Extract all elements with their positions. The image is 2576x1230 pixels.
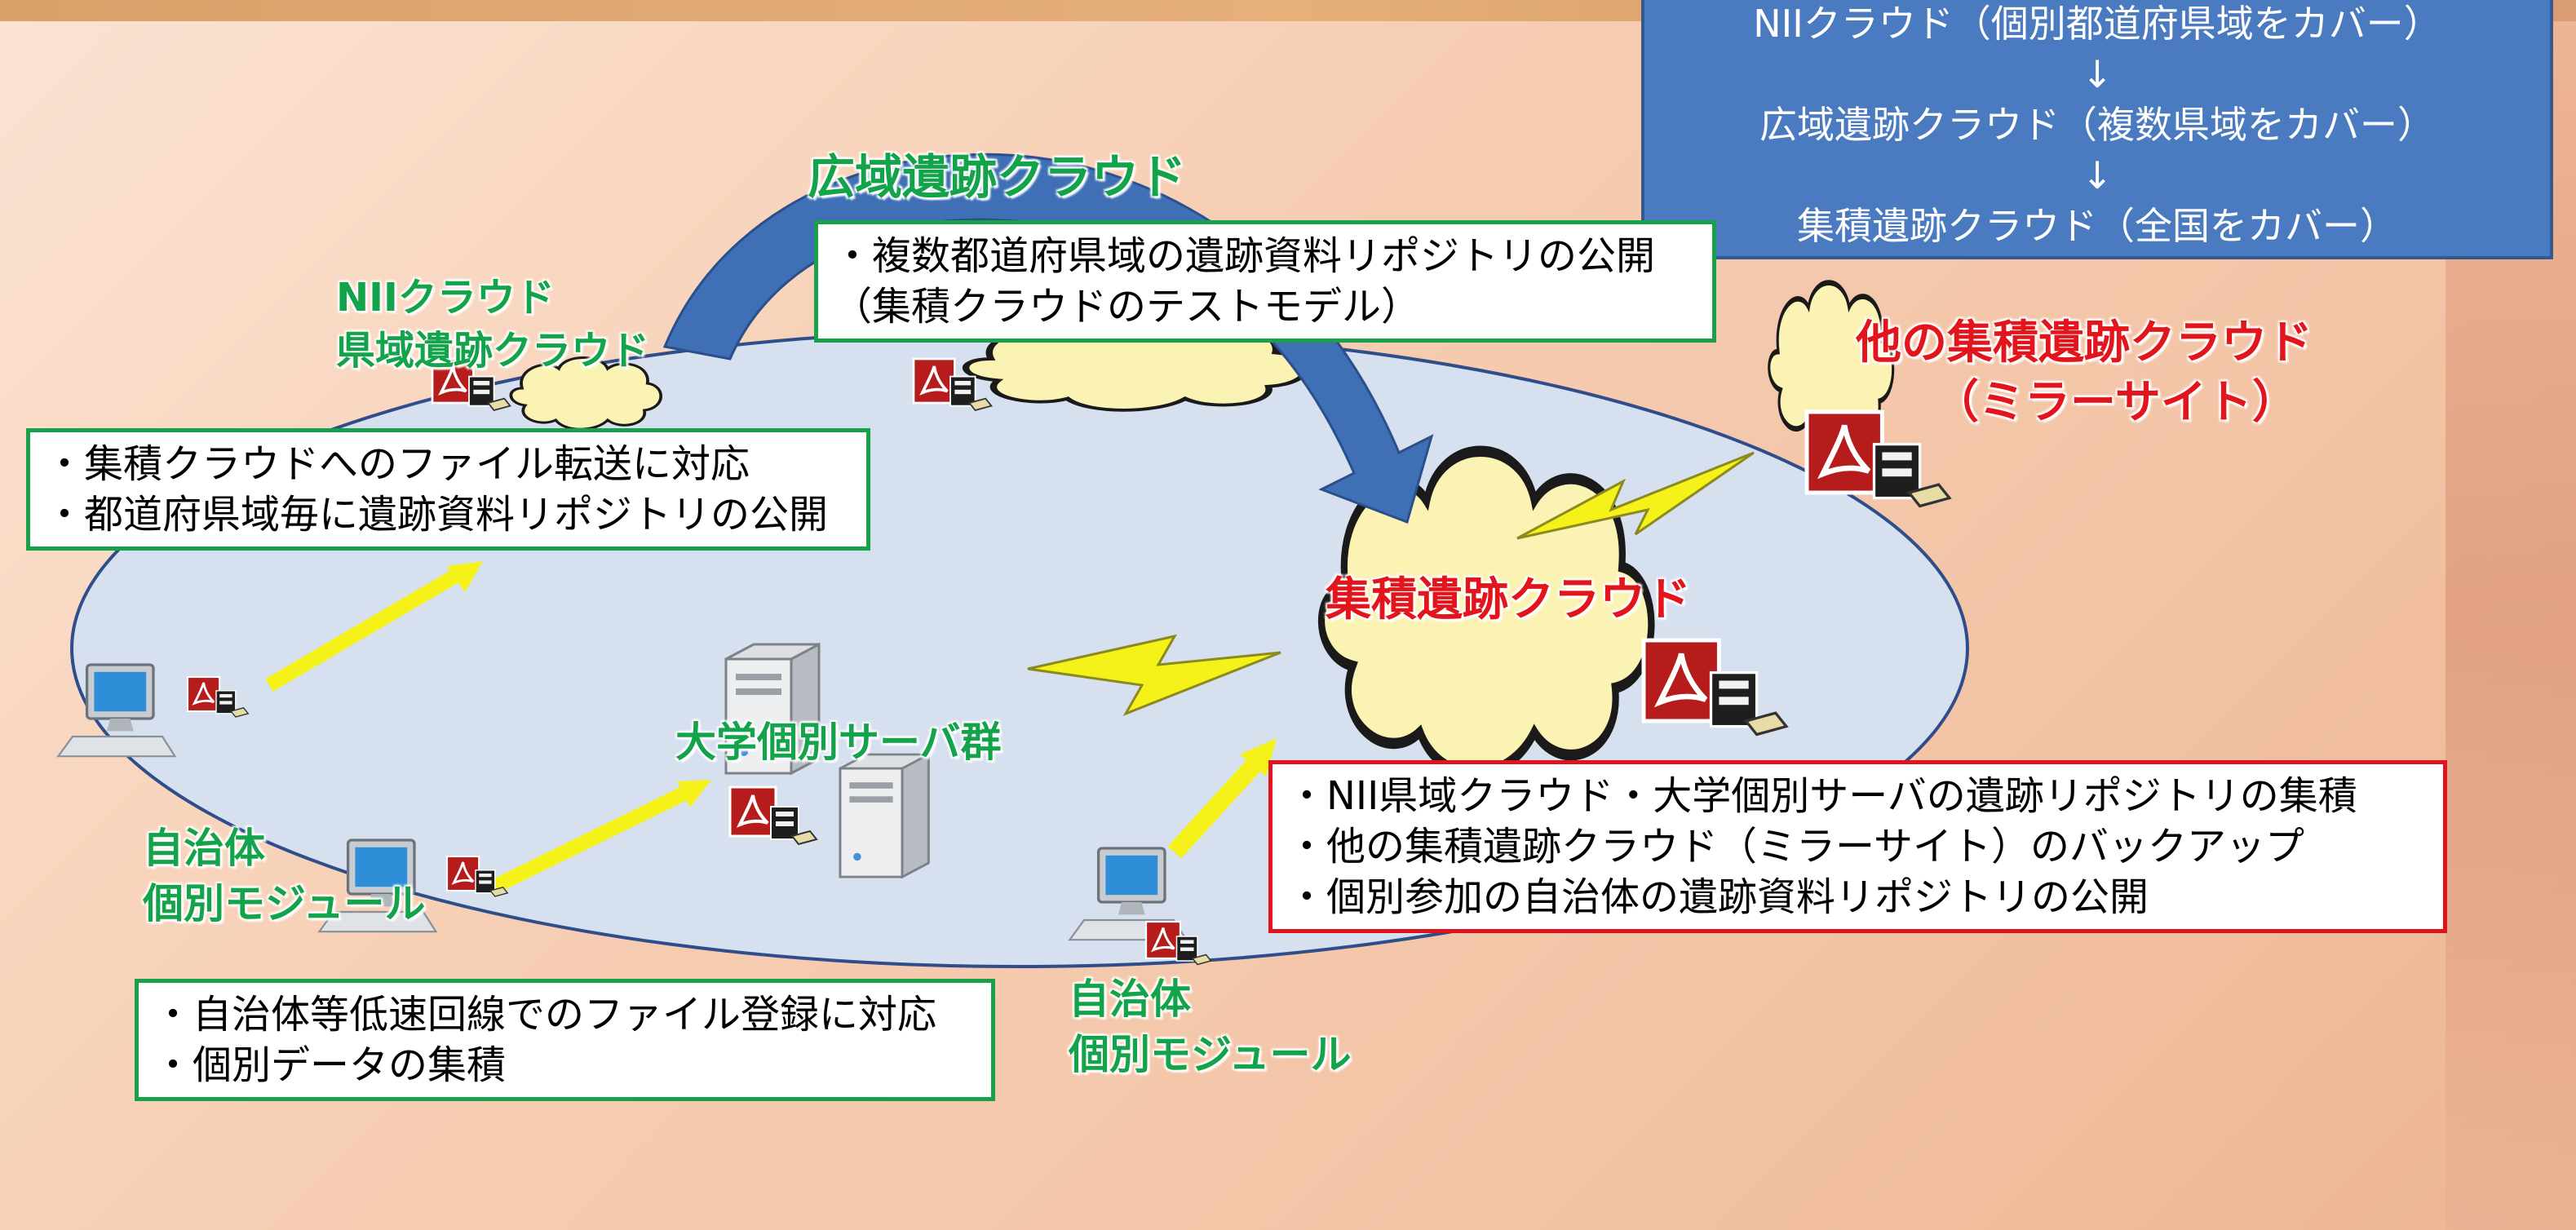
module-label: 個別モジュール (1069, 1031, 1352, 1078)
legend-arrow-icon: ↓ (2081, 52, 2113, 96)
server-tower-icon (839, 753, 930, 878)
municipality-description: ・自治体等低速回線でのファイル登録に対応 ・個別データの集積 (135, 979, 995, 1101)
description-line: ・個別データの集積 (153, 1042, 507, 1088)
description-line: （集積クラウドのテストモデル） (833, 284, 1421, 330)
description-line: ・都道府県域毎に遺跡資料リポジトリの公開 (45, 492, 829, 538)
transfer-arrow (265, 561, 483, 692)
lightning-icon (1027, 634, 1281, 716)
description-line: ・複数都道府県域の遺跡資料リポジトリの公開 (833, 233, 1656, 279)
lightning-icon (1516, 451, 1755, 540)
prefecture-cloud-label: 県域遺跡クラウド (336, 328, 650, 374)
wide-cloud-description: ・複数都道府県域の遺跡資料リポジトリの公開 （集積クラウドのテストモデル） (814, 220, 1716, 343)
university-servers-label: 大学個別サーバ群 (675, 719, 1002, 766)
legend-line-aggregate: 集積遺跡クラウド（全国をカバー） (1797, 204, 2397, 248)
municipality-label: 自治体 (1069, 976, 1191, 1023)
nii-cloud-label: NIIクラウド (336, 275, 555, 321)
other-cloud-label: 他の集積遺跡クラウド (1856, 316, 2313, 369)
legend-line-nii: NIIクラウド（個別都道府県域をカバー） (1753, 2, 2441, 46)
description-line: ・集積クラウドへのファイル転送に対応 (45, 441, 750, 487)
pdf-icon (1807, 412, 1951, 508)
transfer-arrow (1167, 738, 1277, 859)
description-line: ・自治体等低速回線でのファイル登録に対応 (153, 992, 937, 1038)
wide-cloud-label: 広域遺跡クラウド (808, 149, 1187, 205)
description-line: ・NII県域クラウド・大学個別サーバの遺跡リポジトリの集積 (1287, 773, 2357, 819)
hierarchy-legend: NIIクラウド（個別都道府県域をカバー） ↓ 広域遺跡クラウド（複数県域をカバー… (1641, 0, 2553, 259)
legend-line-wide: 広域遺跡クラウド（複数県域をカバー） (1759, 103, 2435, 147)
aggregate-cloud-label: 集積遺跡クラウド (1326, 573, 1691, 626)
legend-arrow-icon: ↓ (2081, 153, 2113, 197)
nii-cloud-description: ・集積クラウドへのファイル転送に対応 ・都道府県域毎に遺跡資料リポジトリの公開 (26, 428, 870, 551)
mirror-site-label: （ミラーサイト） (1933, 376, 2298, 429)
description-line: ・他の集積遺跡クラウド（ミラーサイト）のバックアップ (1287, 824, 2305, 869)
transfer-arrow (486, 780, 711, 896)
aggregate-cloud-description: ・NII県域クラウド・大学個別サーバの遺跡リポジトリの集積 ・他の集積遺跡クラウ… (1268, 760, 2447, 933)
description-line: ・個別参加の自治体の遺跡資料リポジトリの公開 (1287, 874, 2149, 920)
municipality-label: 自治体 (143, 825, 265, 872)
module-label: 個別モジュール (143, 880, 426, 927)
